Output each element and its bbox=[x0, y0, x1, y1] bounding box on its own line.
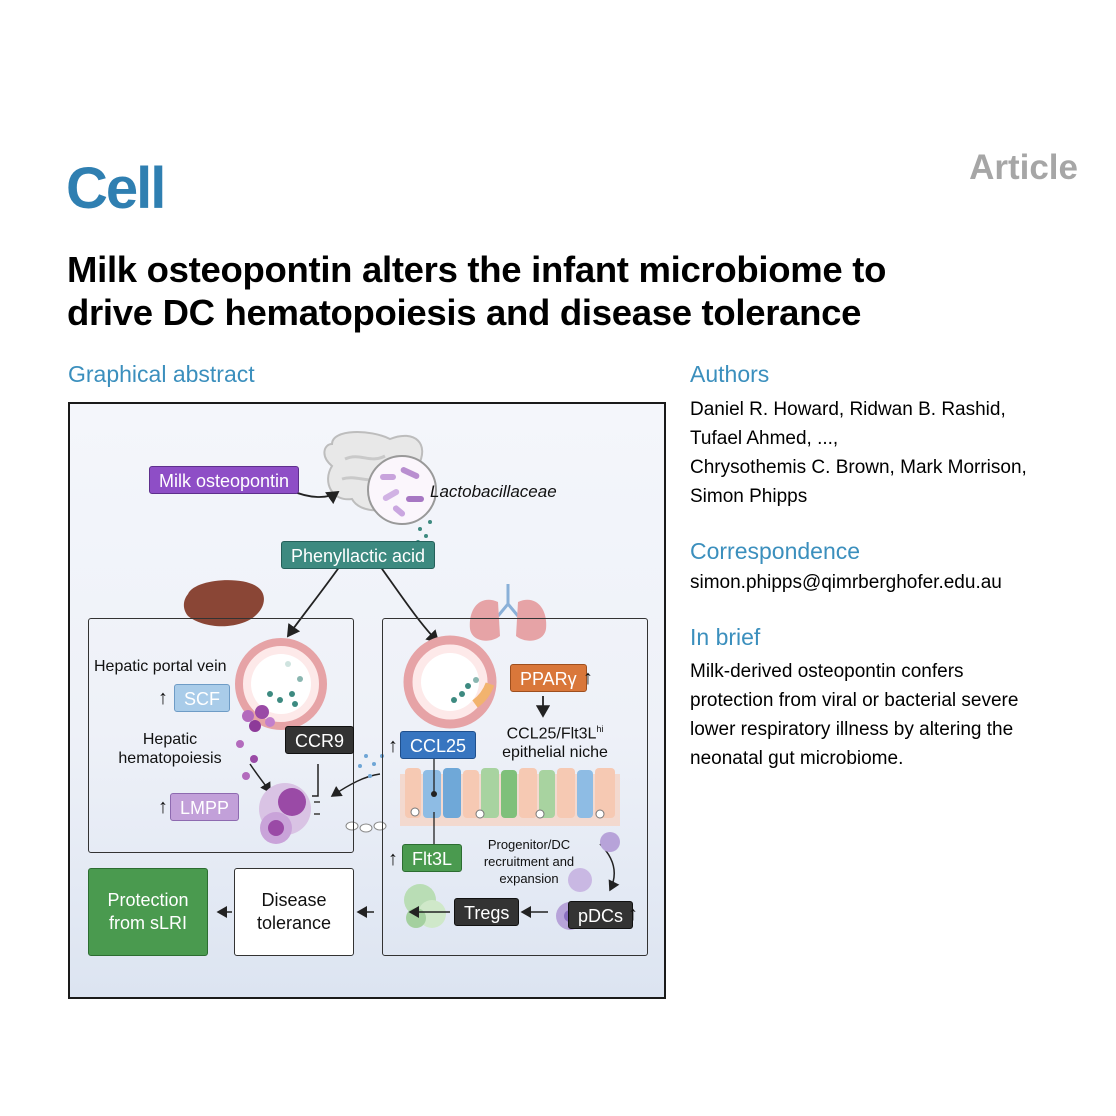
title-line-1: Milk osteopontin alters the infant micro… bbox=[67, 249, 887, 290]
authors-line-1: Daniel R. Howard, Ridwan B. Rashid, bbox=[690, 399, 1006, 420]
graphical-abstract-illustration bbox=[183, 431, 620, 930]
disease-tolerance-box: Disease tolerance bbox=[234, 868, 354, 956]
authors-heading: Authors bbox=[690, 361, 770, 387]
ppar-gamma-tag: PPARγ bbox=[510, 664, 587, 692]
protection-box: Protection from sLRI bbox=[88, 868, 208, 956]
protection-line-2: from sLRI bbox=[108, 913, 187, 933]
flt3l-up-arrow: ↑ bbox=[388, 848, 398, 870]
lmpp-tag: LMPP bbox=[170, 793, 240, 821]
scf-up-arrow: ↑ bbox=[158, 687, 168, 709]
liver-icon bbox=[183, 580, 264, 627]
in-brief-heading: In brief bbox=[690, 624, 761, 650]
tregs-tag: Tregs bbox=[454, 898, 520, 926]
protection-label: Protection from sLRI bbox=[89, 889, 207, 935]
ccl25-up-arrow: ↑ bbox=[388, 735, 398, 757]
scf-tag: SCF bbox=[174, 684, 230, 712]
authors-line-4: Simon Phipps bbox=[690, 486, 808, 507]
lmpp-cells-icon bbox=[259, 783, 320, 844]
progenitor-line-2: recruitment and bbox=[483, 854, 575, 869]
airway-icon bbox=[403, 635, 497, 729]
pdcs-up-arrow: ↑ bbox=[628, 903, 638, 925]
authors-line-2: Tufael Ahmed, ..., bbox=[690, 428, 839, 449]
niche-label-superscript: hi bbox=[596, 724, 604, 734]
migrating-cells-icon bbox=[345, 821, 387, 833]
niche-label-main: CCL25/Flt3L bbox=[506, 725, 597, 743]
disease-tolerance-line-2: tolerance bbox=[256, 913, 332, 933]
ppar-up-arrow: ↑ bbox=[583, 667, 593, 689]
lmpp-up-arrow: ↑ bbox=[158, 796, 168, 818]
disease-tolerance-line-1: Disease bbox=[261, 890, 327, 910]
milk-osteopontin-tag: Milk osteopontin bbox=[149, 466, 300, 494]
phenyllactic-acid-tag: Phenyllactic acid bbox=[281, 541, 436, 569]
epithelial-niche-label: CCL25/Flt3Lhi epithelial niche bbox=[490, 720, 620, 762]
graphical-abstract-heading: Graphical abstract bbox=[68, 361, 255, 387]
flt3l-tag: Flt3L bbox=[402, 844, 463, 872]
in-brief-line-1: Milk-derived osteopontin confers bbox=[690, 661, 964, 682]
hepatic-hematopoiesis-label: Hepatic hematopoiesis bbox=[110, 730, 230, 768]
correspondence-email[interactable]: simon.phipps@qimrberghofer.edu.au bbox=[690, 572, 1002, 593]
in-brief-text: Milk-derived osteopontin confers protect… bbox=[690, 657, 1018, 773]
disease-tolerance-label: Disease tolerance bbox=[235, 889, 353, 935]
niche-label-line-2: epithelial niche bbox=[502, 744, 608, 762]
ccl25-tag: CCL25 bbox=[400, 731, 477, 759]
in-brief-line-2: protection from viral or bacterial sever… bbox=[690, 690, 1019, 711]
authors-list: Daniel R. Howard, Ridwan B. Rashid, Tufa… bbox=[690, 395, 1027, 511]
hepatic-label-line-2: hematopoiesis bbox=[118, 750, 222, 767]
correspondence-heading: Correspondence bbox=[690, 538, 861, 564]
epithelium-icon bbox=[400, 768, 620, 826]
graphical-abstract: Milk osteopontin Lactobacillaceae Phenyl… bbox=[68, 402, 666, 999]
hepatic-label-line-1: Hepatic bbox=[142, 731, 198, 748]
in-brief-line-3: lower respiratory illness by altering th… bbox=[690, 719, 1014, 740]
lactobacillaceae-icon bbox=[367, 455, 437, 544]
hepatic-portal-vein-label: Hepatic portal vein bbox=[94, 658, 227, 675]
niche-label-line-1: CCL25/Flt3Lhi bbox=[490, 720, 620, 743]
progenitor-label: Progenitor/DC recruitment and expansion bbox=[474, 836, 584, 887]
ccr9-tag: CCR9 bbox=[285, 726, 355, 754]
stem-cell-cluster-icon bbox=[236, 705, 275, 794]
authors-line-3: Chrysothemis C. Brown, Mark Morrison, bbox=[690, 457, 1027, 478]
in-brief-line-4: neonatal gut microbiome. bbox=[690, 748, 904, 769]
progenitor-line-1: Progenitor/DC bbox=[487, 837, 571, 852]
title-line-2: drive DC hematopoiesis and disease toler… bbox=[67, 292, 862, 333]
lactobacillaceae-label: Lactobacillaceae bbox=[430, 482, 557, 501]
lung-panel bbox=[382, 618, 648, 956]
protection-line-1: Protection bbox=[107, 890, 189, 910]
pdcs-tag: pDCs bbox=[568, 901, 634, 929]
portal-vein-icon bbox=[235, 638, 327, 730]
journal-logo: Cell bbox=[66, 156, 166, 221]
progenitor-line-3: expansion bbox=[499, 871, 559, 886]
page-title: Milk osteopontin alters the infant micro… bbox=[67, 248, 1067, 334]
lungs-icon bbox=[469, 584, 547, 641]
article-type: Article bbox=[969, 148, 1078, 187]
